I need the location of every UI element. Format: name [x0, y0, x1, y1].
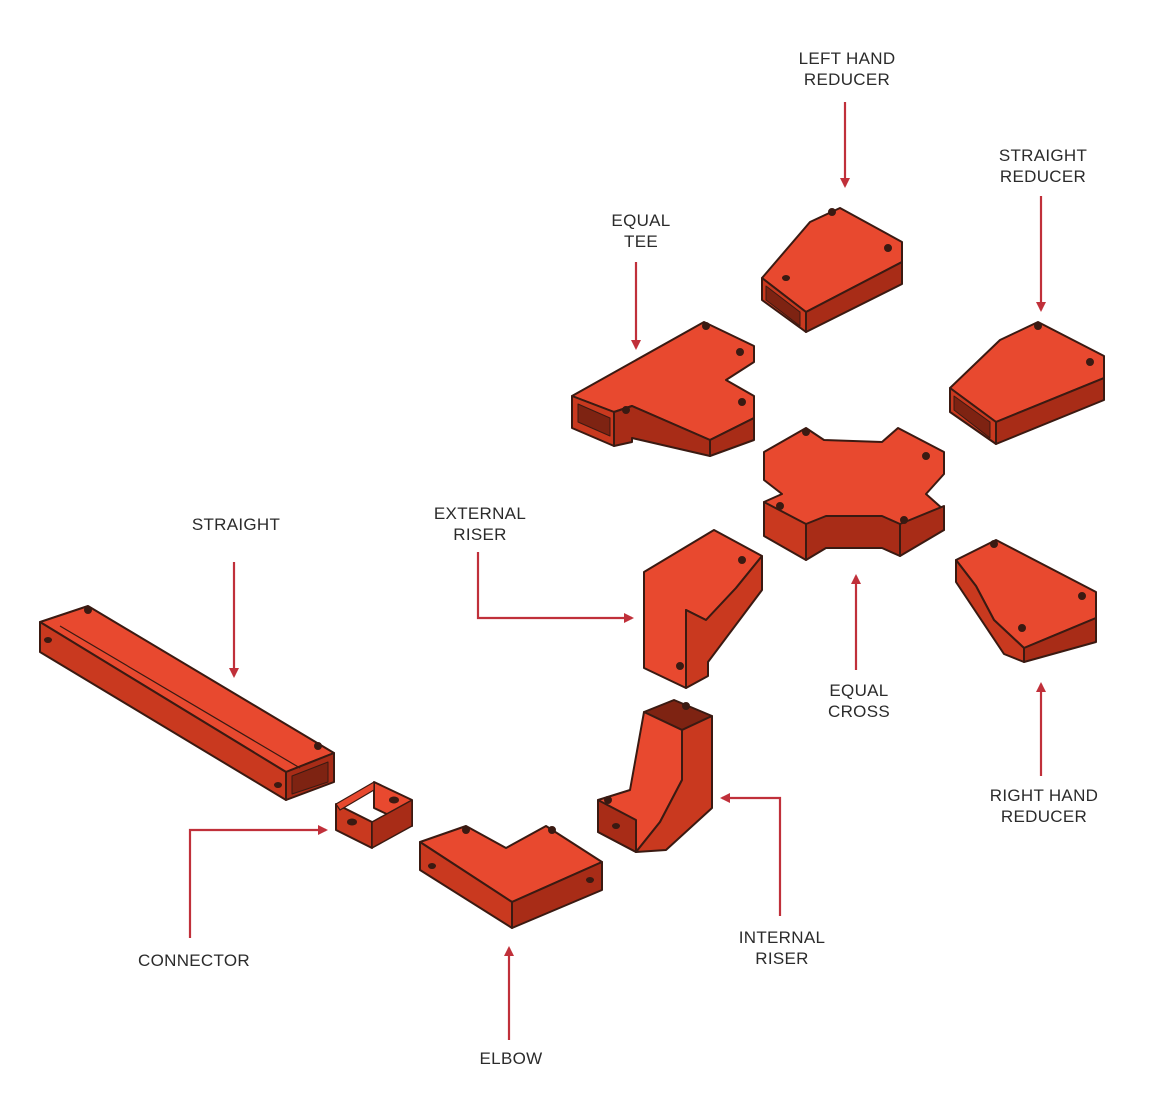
left-hand-reducer-part [761, 207, 903, 333]
label-left-hand-reducer: LEFT HAND REDUCER [799, 48, 896, 90]
label-line: INTERNAL [738, 928, 826, 947]
equal-cross-part [763, 427, 945, 561]
label-line: STRAIGHT [998, 146, 1088, 165]
label-external-riser: EXTERNAL RISER [434, 503, 526, 545]
label-line: LEFT HAND [798, 49, 896, 68]
label-line: STRAIGHT [191, 515, 281, 534]
straight-reducer-part [949, 321, 1105, 445]
label-line: EXTERNAL [433, 504, 527, 523]
label-elbow: ELBOW [480, 1048, 543, 1069]
external-riser-part [643, 529, 763, 689]
internal-riser-part [597, 699, 713, 853]
straight-part [39, 605, 335, 801]
label-straight: STRAIGHT [192, 514, 280, 535]
right-hand-reducer-part [955, 539, 1097, 663]
label-line: TEE [624, 232, 658, 251]
label-line: REDUCER [1000, 807, 1088, 826]
label-connector: CONNECTOR [138, 950, 250, 971]
label-line: CONNECTOR [138, 951, 250, 970]
label-right-hand-reducer: RIGHT HAND REDUCER [990, 785, 1098, 827]
label-equal-cross: EQUAL CROSS [828, 680, 890, 722]
label-line: CROSS [828, 702, 890, 721]
connector-part [335, 781, 413, 849]
label-line: EQUAL [829, 681, 889, 700]
label-straight-reducer: STRAIGHT REDUCER [999, 145, 1087, 187]
label-equal-tee: EQUAL TEE [611, 210, 670, 252]
elbow-part [419, 825, 603, 929]
arrow-external-riser [476, 552, 634, 623]
label-line: EQUAL [611, 211, 671, 230]
label-line: RISER [453, 525, 507, 544]
label-line: REDUCER [999, 167, 1087, 186]
equal-tee-part [571, 321, 755, 457]
label-line: ELBOW [479, 1049, 543, 1068]
label-line: REDUCER [803, 70, 891, 89]
arrow-internal-riser [720, 793, 782, 916]
label-line: RISER [755, 949, 809, 968]
label-internal-riser: INTERNAL RISER [739, 927, 825, 969]
arrow-connector [188, 825, 328, 938]
label-line: RIGHT HAND [989, 786, 1099, 805]
